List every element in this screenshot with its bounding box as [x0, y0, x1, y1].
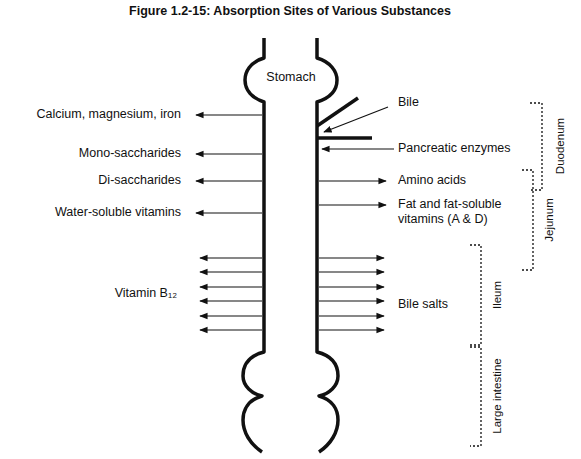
segment-label: Duodenum: [554, 118, 566, 174]
substance-label-box: Mono-saccharides: [79, 146, 181, 161]
secretion-label: Pancreatic enzymes: [398, 141, 511, 155]
substance-label-box: Vitamin B₁₂: [115, 286, 177, 301]
substance-label: Amino acids: [398, 173, 466, 187]
figure-title: Figure 1.2-15: Absorption Sites of Vario…: [129, 4, 451, 18]
substance-label: Bile salts: [398, 297, 448, 311]
absorption-arrow: [200, 329, 262, 330]
substance-label: Water-soluble vitamins: [55, 205, 181, 219]
segment-label-box: Duodenum: [553, 118, 568, 174]
substance-label: Mono-saccharides: [79, 146, 181, 160]
substance-label: Fat and fat-soluble vitamins (A & D): [398, 197, 502, 226]
substance-label-box: Di-saccharides: [98, 173, 181, 188]
absorption-arrow: [319, 286, 384, 287]
absorption-arrow: [200, 315, 262, 316]
substance-label-box: Calcium, magnesium, iron: [37, 107, 182, 122]
absorption-arrow: [319, 329, 384, 330]
organ-label: Stomach: [266, 70, 315, 84]
segment-label-box: Large intestine: [490, 358, 505, 433]
substance-label-box: Amino acids: [398, 173, 466, 188]
substance-label: Vitamin B₁₂: [115, 286, 177, 300]
absorption-arrow: [319, 257, 384, 258]
absorption-arrow: [319, 315, 384, 316]
secretion-label-box: Pancreatic enzymes: [398, 141, 511, 156]
substance-label-box: Fat and fat-soluble vitamins (A & D): [398, 197, 548, 227]
absorption-arrow: [200, 271, 262, 272]
substance-label-box: Bile salts: [398, 297, 448, 312]
substance-label: Calcium, magnesium, iron: [37, 107, 182, 121]
absorption-arrow: [200, 286, 262, 287]
organ-label-box: Stomach: [266, 70, 315, 85]
figure-title-box: Figure 1.2-15: Absorption Sites of Vario…: [129, 4, 451, 19]
substance-label: Di-saccharides: [98, 173, 181, 187]
absorption-arrow: [319, 271, 384, 272]
absorption-arrow: [319, 300, 384, 301]
secretion-label: Bile: [398, 95, 419, 109]
segment-label: Ileum: [491, 281, 503, 309]
secretion-label-box: Bile: [398, 95, 419, 110]
absorption-arrow: [200, 300, 262, 301]
substance-label-box: Water-soluble vitamins: [55, 205, 181, 220]
segment-label: Large intestine: [491, 358, 503, 433]
segment-label-box: Jejunum: [542, 198, 557, 241]
segment-label-box: Ileum: [490, 281, 505, 309]
segment-label: Jejunum: [543, 198, 555, 241]
absorption-arrow: [200, 257, 262, 258]
